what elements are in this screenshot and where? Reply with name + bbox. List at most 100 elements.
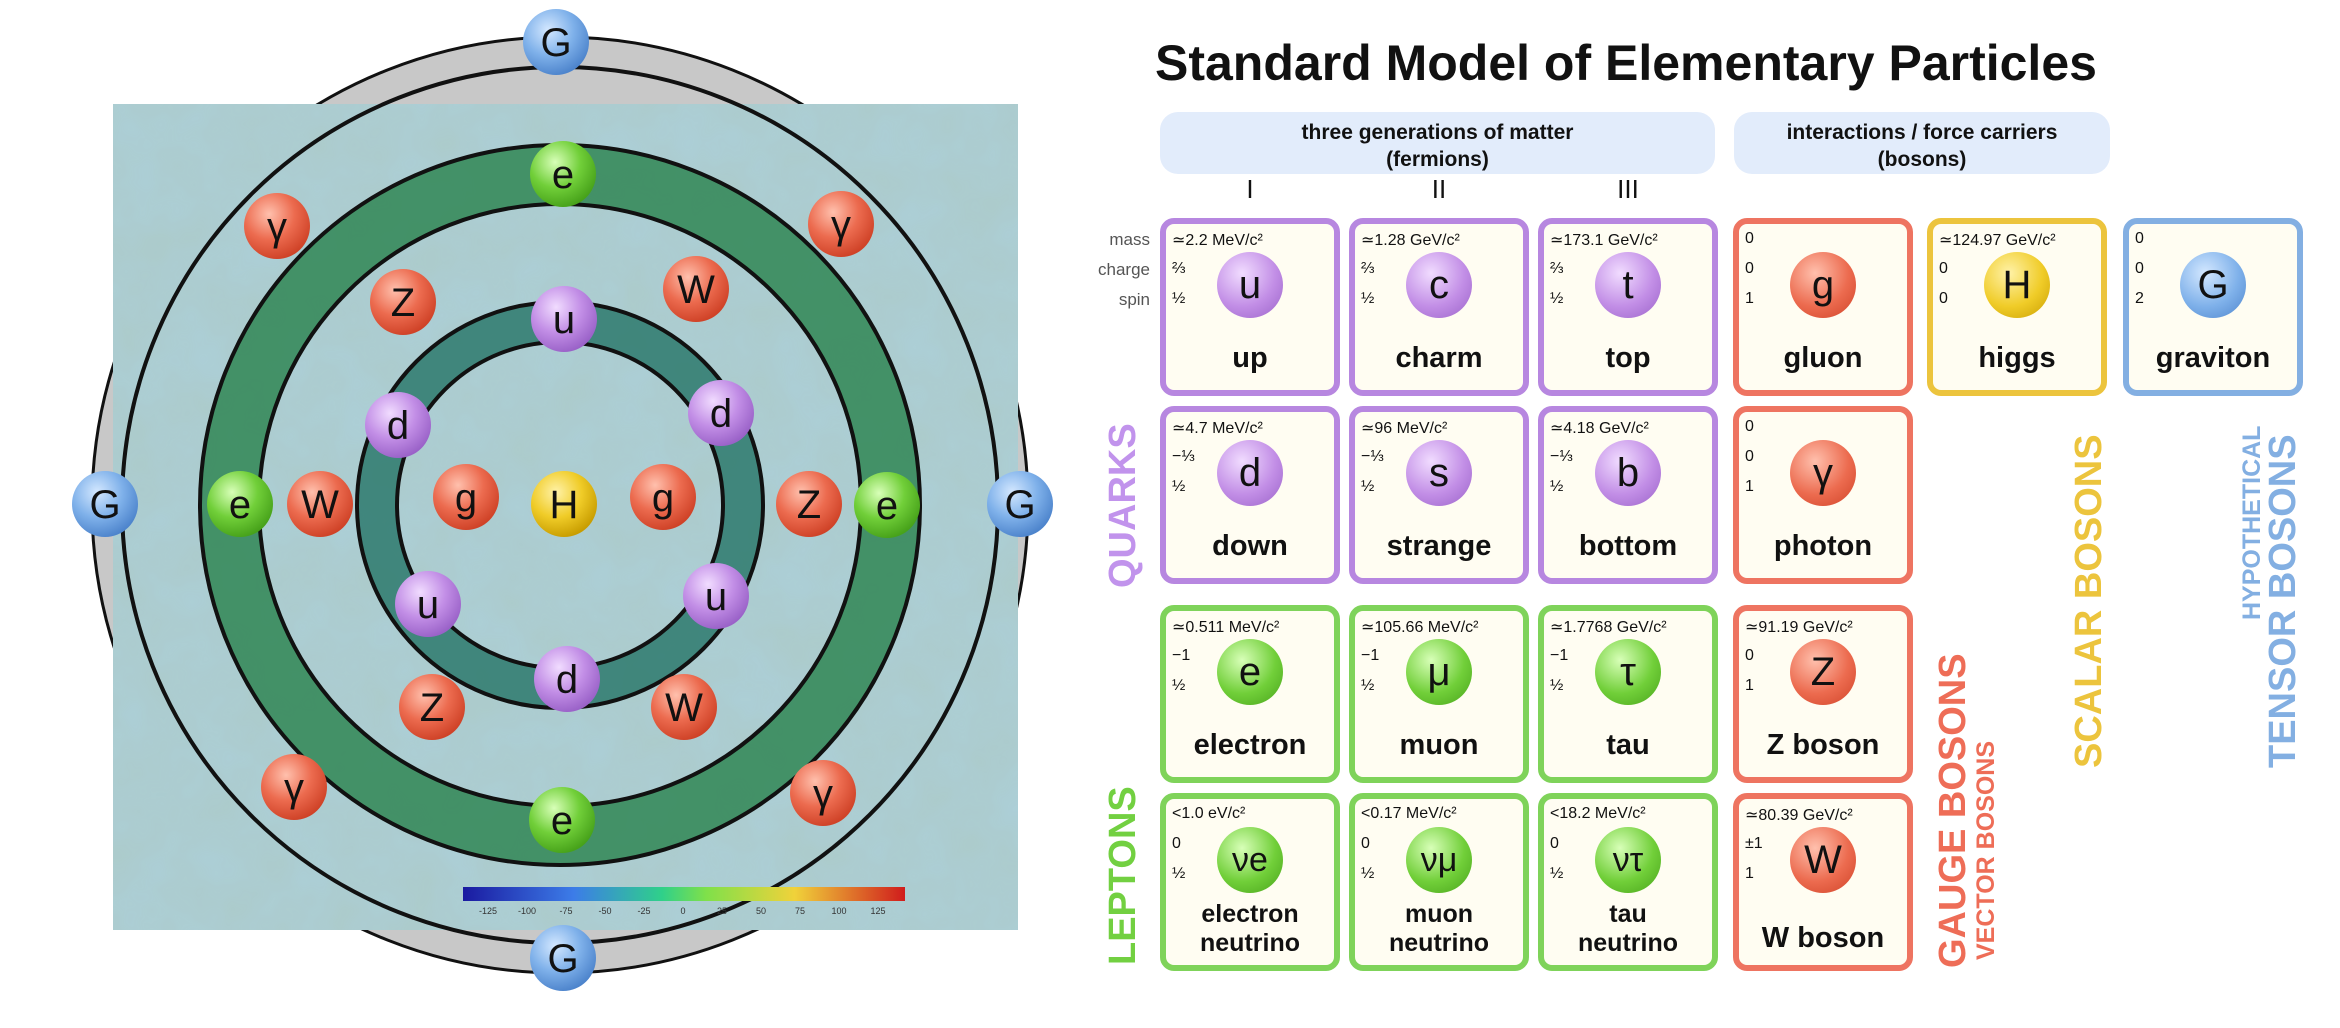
particle-card-up: ≃2.2 MeV/c² ⅔ ½ u up [1160, 218, 1340, 396]
diagram-ball-label: Z [391, 281, 415, 325]
mass-value: ≃4.7 MeV/c² [1172, 420, 1263, 437]
diagram-ball-label: γ [284, 766, 304, 810]
mass-value: 0 [1745, 418, 1754, 435]
diagram-ball-d: d [534, 646, 600, 712]
mass-value: ≃124.97 GeV/c² [1939, 232, 2056, 249]
particle-name: muon [1399, 729, 1479, 761]
spin-value: 1 [1745, 865, 1754, 882]
particle-symbol: γ [1790, 440, 1856, 506]
diagram-ball-e: e [207, 471, 273, 537]
diagram-ball-label: γ [267, 205, 287, 249]
particle-symbol: u [1217, 252, 1283, 318]
diagram-ball-label: W [301, 483, 339, 527]
colorbar-tick: 75 [795, 906, 805, 916]
spin-value: ½ [1550, 290, 1564, 307]
mass-value: ≃0.511 MeV/c² [1172, 619, 1280, 636]
diagram-ball-u: u [395, 571, 461, 637]
diagram-ball-label: Z [797, 483, 821, 527]
mass-value: <1.0 eV/c² [1172, 805, 1246, 822]
particle-symbol: t [1595, 252, 1661, 318]
mass-value: ≃2.2 MeV/c² [1172, 232, 1263, 249]
diagram-ball-label: H [550, 483, 579, 527]
colorbar-tick: 0 [680, 906, 685, 916]
mass-value: ≃1.7768 GeV/c² [1550, 619, 1667, 636]
particle-symbol: Z [1790, 639, 1856, 705]
spin-value: ½ [1172, 478, 1186, 495]
particle-name: W boson [1761, 922, 1885, 954]
charge-value: ±1 [1745, 835, 1763, 852]
diagram-ball-label: d [710, 392, 732, 436]
spin-value: ½ [1172, 677, 1186, 694]
diagram-ball-label: G [1004, 483, 1035, 527]
particle-name: bottom [1578, 530, 1678, 562]
diagram-ball-gamma: γ [790, 760, 856, 826]
mass-value: ≃1.28 GeV/c² [1361, 232, 1460, 249]
mass-value: ≃4.18 GeV/c² [1550, 420, 1649, 437]
mass-value: ≃105.66 MeV/c² [1361, 619, 1479, 636]
mass-value: ≃91.19 GeV/c² [1745, 619, 1853, 636]
diagram-ball-label: G [547, 937, 578, 981]
gauge-bosons-label: GAUGE BOSONS [1932, 653, 1974, 968]
particle-symbol: νμ [1406, 827, 1472, 893]
diagram-ball-Z: Z [399, 674, 465, 740]
charge-value: 0 [1745, 260, 1754, 277]
colorbar-tick: 50 [756, 906, 766, 916]
diagram-ball-g: g [630, 464, 696, 530]
colorbar-tick: -50 [598, 906, 611, 916]
diagram-ball-G: G [523, 9, 589, 75]
diagram-ball-label: G [540, 21, 571, 65]
particle-symbol: G [2180, 252, 2246, 318]
diagram-ball-label: g [455, 476, 477, 520]
diagram-ball-e: e [530, 141, 596, 207]
generation-label: I [1246, 174, 1254, 204]
diagram-ball-label: W [665, 686, 703, 730]
diagram-ball-gamma: γ [808, 191, 874, 257]
quarks-label: QUARKS [1102, 423, 1144, 588]
diagram-ball-Z: Z [370, 269, 436, 335]
bosons-header: interactions / force carriers (bosons) [1734, 112, 2110, 174]
diagram-ball-u: u [683, 563, 749, 629]
diagram-ball-label: γ [813, 772, 833, 816]
particle-name: gluon [1783, 342, 1863, 374]
fermions-header-line1: three generations of matter [1301, 121, 1574, 144]
particle-symbol: ντ [1595, 827, 1661, 893]
diagram-ball-g: g [433, 464, 499, 530]
spin-value: ½ [1361, 290, 1375, 307]
colorbar-tick: -100 [518, 906, 536, 916]
mass-value: ≃80.39 GeV/c² [1745, 807, 1853, 824]
diagram-ball-H: H [531, 471, 597, 537]
diagram-ball-label: e [552, 153, 574, 197]
charge-value: ⅔ [1172, 260, 1186, 277]
particle-name: electron [1193, 729, 1307, 761]
scalar-bosons-label: SCALAR BOSONS [2068, 434, 2110, 768]
particle-name: higgs [1978, 342, 2056, 374]
colorbar-tick: -125 [479, 906, 497, 916]
spin-value: ½ [1172, 290, 1186, 307]
diagram-ball-label: d [556, 658, 578, 702]
particle-name: charm [1395, 342, 1483, 374]
particle-name: up [1232, 342, 1268, 374]
tensor-bosons-label: TENSOR BOSONS [2262, 434, 2304, 768]
charge-value: 0 [1550, 835, 1559, 852]
particle-symbol: d [1217, 440, 1283, 506]
diagram-ball-W: W [651, 674, 717, 740]
particle-name: photon [1773, 530, 1873, 562]
colorbar-tick: 100 [831, 906, 846, 916]
particle-name: muon neutrino [1389, 900, 1489, 957]
charge-value: −1 [1361, 647, 1380, 664]
mass-value: 0 [2135, 230, 2144, 247]
diagram-ball-G: G [987, 471, 1053, 537]
spin-value: ½ [1172, 865, 1186, 882]
charge-value: 0 [1172, 835, 1181, 852]
row-label-charge: charge [1098, 260, 1150, 279]
diagram-ball-label: G [89, 483, 120, 527]
